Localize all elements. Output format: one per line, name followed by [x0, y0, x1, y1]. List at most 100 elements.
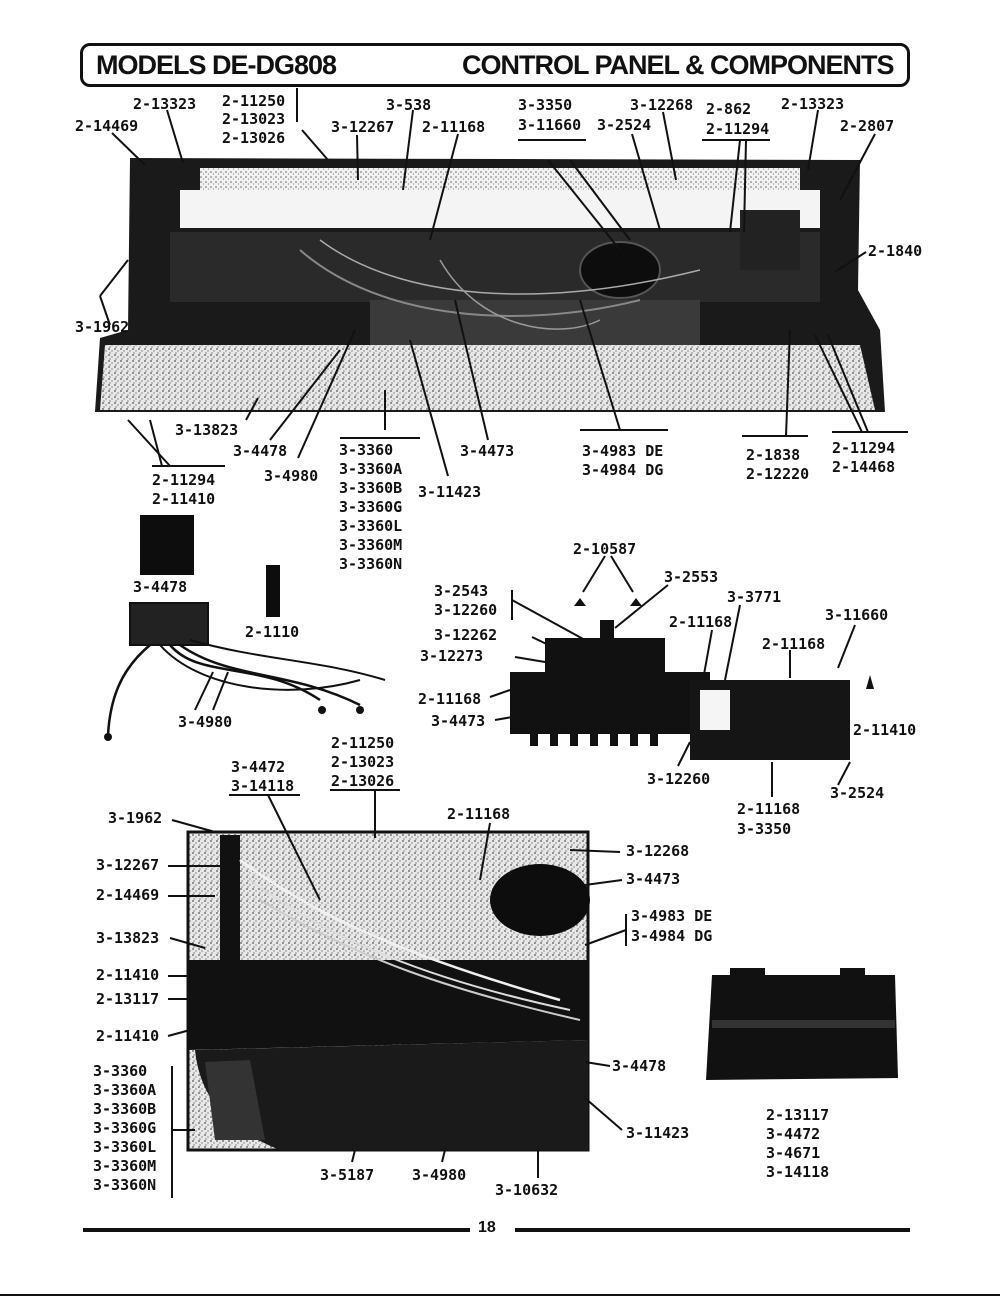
part-label: 2-862	[706, 100, 752, 118]
part-label: 3-4984 DG	[631, 927, 713, 945]
terminal-block-photo	[706, 968, 898, 1080]
part-label: 2-11410	[152, 490, 216, 508]
part-label: 3-3360N	[93, 1176, 157, 1194]
part-label: 2-11168	[762, 635, 826, 653]
part-label: 3-3350	[518, 96, 573, 114]
page-number: 18	[478, 1219, 496, 1236]
part-label: 3-3360B	[93, 1100, 157, 1118]
part-label: 3-4478	[133, 578, 188, 596]
part-label: 3-4478	[233, 442, 288, 460]
part-label: 2-11168	[447, 805, 511, 823]
part-label: 3-12268	[626, 842, 690, 860]
part-label: 3-11423	[418, 483, 482, 501]
part-label: 3-2524	[830, 784, 885, 802]
part-label: 3-4983 DE	[631, 907, 713, 925]
part-label: 2-13026	[331, 772, 395, 790]
part-label: 3-5187	[320, 1166, 375, 1184]
part-label: 2-1838	[746, 446, 801, 464]
part-label: 2-11294	[152, 471, 216, 489]
detail-photo	[186, 830, 590, 1152]
part-label: 3-3360	[93, 1062, 148, 1080]
part-label: 3-4478	[612, 1057, 667, 1075]
part-label: 3-2543	[434, 582, 489, 600]
part-label: 3-4983 DE	[582, 442, 664, 460]
timer-leader-lines	[489, 555, 856, 797]
part-label: 2-1840	[868, 242, 923, 260]
part-label: 3-4472	[766, 1125, 821, 1143]
part-label: 3-13823	[96, 929, 160, 947]
part-label: 2-11250	[331, 734, 395, 752]
control-panel-photo	[95, 158, 885, 412]
part-label: 2-13323	[781, 95, 845, 113]
part-label: 3-4984 DG	[582, 461, 664, 479]
part-label: 3-12273	[420, 647, 484, 665]
part-label: 2-2807	[840, 117, 895, 135]
part-label: 2-11294	[832, 439, 896, 457]
part-label: 2-1110	[245, 623, 300, 641]
harness-leader-lines	[194, 671, 229, 711]
part-label: 3-3360G	[339, 498, 403, 516]
timer-assembly-photo	[510, 598, 874, 760]
part-label: 3-3350	[737, 820, 792, 838]
part-label: 3-10632	[495, 1181, 559, 1199]
switch-part-list-top: 3-3360 3-3360A 3-3360B 3-3360G 3-3360L 3…	[339, 441, 402, 574]
part-label: 3-3360A	[339, 460, 403, 478]
part-label: 3-11660	[825, 606, 889, 624]
part-label: 3-12267	[96, 856, 160, 874]
part-label: 3-2524	[597, 116, 652, 134]
part-label: 3-14118	[766, 1163, 830, 1181]
part-label: 3-4671	[766, 1144, 821, 1162]
part-label: 3-3360M	[93, 1157, 157, 1175]
part-label: 3-1962	[108, 809, 163, 827]
terminal-block-part-list: 2-13117 3-4472 3-4671 3-14118	[766, 1106, 829, 1182]
part-label: 2-13026	[222, 129, 286, 147]
part-label: 3-12260	[647, 770, 711, 788]
part-label: 2-11294	[706, 120, 770, 138]
part-label: 2-11168	[418, 690, 482, 708]
part-label: 2-13117	[96, 990, 160, 1008]
part-label: 2-12220	[746, 465, 810, 483]
part-label: 2-11250	[222, 92, 286, 110]
top-leader-lines	[99, 88, 908, 477]
part-label: 3-11423	[626, 1124, 690, 1142]
part-label: 3-4473	[626, 870, 681, 888]
part-label: 2-11168	[737, 800, 801, 818]
part-label: 2-13117	[766, 1106, 830, 1124]
part-label: 3-4980	[412, 1166, 467, 1184]
models-title: MODELS DE-DG808	[96, 50, 337, 80]
detail-leader-lines	[167, 789, 627, 1198]
part-label: 3-1962	[75, 318, 130, 336]
part-label: 3-2553	[664, 568, 719, 586]
wire-harness-photo	[104, 515, 386, 741]
part-label: 3-12260	[434, 601, 498, 619]
part-label: 3-3360M	[339, 536, 403, 554]
part-label: 3-12267	[331, 118, 395, 136]
part-label: 3-14118	[231, 777, 295, 795]
switch-part-list-bottom: 3-3360 3-3360A 3-3360B 3-3360G 3-3360L 3…	[93, 1062, 156, 1195]
part-label: 2-13323	[133, 95, 197, 113]
title-box	[80, 43, 910, 87]
part-label: 3-4473	[460, 442, 515, 460]
part-label: 3-3360L	[93, 1138, 157, 1156]
part-label: 3-4472	[231, 758, 286, 776]
part-label: 3-4473	[431, 712, 486, 730]
part-label: 3-3360	[339, 441, 394, 459]
part-label: 3-11660	[518, 116, 582, 134]
part-label: 2-11410	[853, 721, 917, 739]
part-label: 3-12262	[434, 626, 498, 644]
part-label: 2-11168	[422, 118, 486, 136]
part-label: 2-14468	[832, 458, 896, 476]
part-label: 3-538	[386, 96, 432, 114]
part-label: 2-11410	[96, 1027, 160, 1045]
part-label: 2-13023	[331, 753, 395, 771]
part-label: 2-14469	[75, 117, 139, 135]
part-label: 3-4980	[264, 467, 319, 485]
part-label: 3-4980	[178, 713, 233, 731]
part-label: 3-3360G	[93, 1119, 157, 1137]
part-label: 3-13823	[175, 421, 239, 439]
part-label: 2-13023	[222, 110, 286, 128]
part-label: 3-12268	[630, 96, 694, 114]
part-label: 2-10587	[573, 540, 637, 558]
part-label: 3-3360B	[339, 479, 403, 497]
